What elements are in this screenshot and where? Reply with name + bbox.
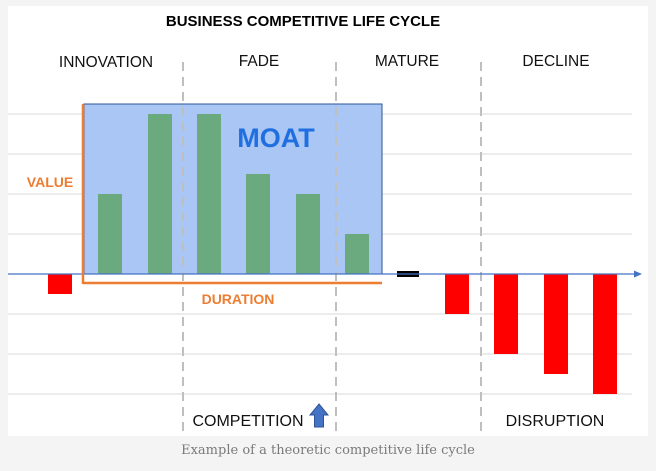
bar-2 [148, 114, 172, 274]
bar-9 [494, 274, 518, 354]
bar-10 [544, 274, 568, 374]
bars [48, 114, 617, 394]
moat-label: MOAT [237, 123, 315, 153]
up-arrow-icon [308, 403, 330, 428]
duration-label: DURATION [202, 291, 275, 307]
phase-label-decline: DECLINE [522, 53, 589, 70]
chart-title: BUSINESS COMPETITIVE LIFE CYCLE [166, 13, 440, 30]
disruption-annotation: DISRUPTION [506, 413, 605, 430]
phase-label-fade: FADE [239, 53, 279, 70]
x-axis-arrowhead-icon [634, 270, 642, 278]
moat-region [83, 103, 383, 275]
bar-5 [296, 194, 320, 274]
bar-0 [48, 274, 72, 294]
phase-label-innovation: INNOVATION [59, 54, 153, 71]
chart-figure: BUSINESS COMPETITIVE LIFE CYCLE INNOVATI… [8, 6, 648, 436]
figure-caption: Example of a theoretic competitive life … [181, 443, 475, 458]
value-label: VALUE [27, 174, 73, 190]
phase-label-mature: MATURE [375, 53, 439, 70]
life-cycle-chart: BUSINESS COMPETITIVE LIFE CYCLE INNOVATI… [8, 13, 642, 436]
bar-6 [345, 234, 369, 274]
bar-8 [445, 274, 469, 314]
bar-11 [593, 274, 617, 394]
competition-annotation: COMPETITION [192, 413, 303, 430]
bar-3 [197, 114, 221, 274]
phase-dividers [182, 62, 482, 436]
bar-4 [246, 174, 270, 274]
bar-1 [98, 194, 122, 274]
